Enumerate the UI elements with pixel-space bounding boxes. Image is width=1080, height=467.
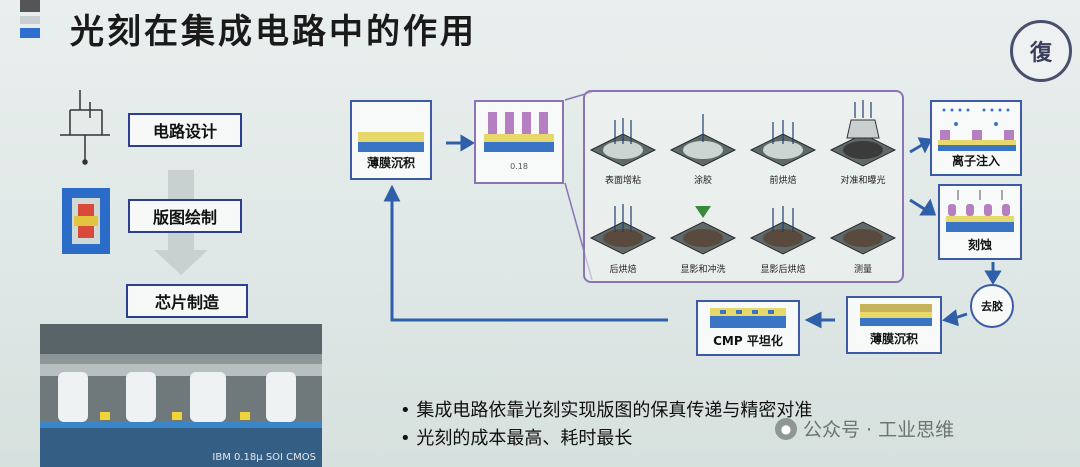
litho-step-label: 对准和曝光	[840, 176, 886, 186]
step-chip-fabrication: 芯片制造	[126, 284, 248, 318]
process-ion-implant: 离子注入	[930, 100, 1022, 176]
litho-step-label: 前烘焙	[769, 176, 797, 186]
etch-icon	[946, 190, 1014, 232]
university-seal-icon: 復	[1010, 20, 1072, 82]
title-decoration	[20, 0, 40, 44]
process-deposition-2: 薄膜沉积	[846, 296, 942, 354]
watermark: ● 公众号 · 工业思维	[775, 415, 954, 442]
litho-step-icons	[589, 100, 897, 255]
watermark-text: 公众号 · 工业思维	[803, 419, 955, 441]
ion-implant-icon	[938, 108, 1016, 151]
process-label: 去胶	[981, 300, 1003, 313]
bullet-item: • 集成电路依靠光刻实现版图的保真传递与精密对准	[400, 400, 813, 421]
film-stack-icon	[860, 304, 932, 326]
step-label: 电路设计	[152, 122, 217, 141]
wechat-icon: ●	[775, 417, 797, 440]
bullet-text: 光刻的成本最高、耗时最长	[416, 428, 633, 449]
layout-graphic-icon	[62, 188, 110, 254]
patterned-resist-icon	[484, 112, 554, 152]
step-circuit-design: 电路设计	[128, 113, 242, 147]
bullet-text: 集成电路依靠光刻实现版图的保真传递与精密对准	[416, 400, 813, 421]
litho-step-label: 涂胶	[693, 176, 712, 186]
left-flow-art	[60, 90, 208, 275]
process-label: 刻蚀	[967, 238, 992, 252]
page-title: 光刻在集成电路中的作用	[70, 12, 477, 52]
process-label: 离子注入	[951, 154, 1000, 168]
process-label: CMP 平坦化	[713, 334, 783, 348]
litho-caption: 0.18	[510, 162, 528, 171]
litho-step-label: 后烘焙	[609, 265, 637, 275]
step-label: 版图绘制	[152, 208, 217, 227]
process-etch: 刻蚀	[938, 184, 1022, 260]
process-cmp: CMP 平坦化	[696, 300, 800, 356]
process-lithography: 0.18	[474, 100, 564, 184]
sem-art	[40, 324, 322, 467]
bullet-item: • 光刻的成本最高、耗时最长	[400, 428, 633, 449]
circuit-schematic-icon	[60, 90, 110, 165]
process-strip: 去胶	[970, 284, 1014, 328]
process-label: 薄膜沉积	[869, 332, 918, 346]
sem-cross-section-image: IBM 0.18μ SOI CMOS	[40, 324, 322, 467]
litho-step-label: 显影和冲洗	[680, 265, 726, 275]
litho-step-label: 测量	[853, 265, 872, 275]
litho-step-label: 显影后烘焙	[760, 265, 806, 275]
process-label: 薄膜沉积	[366, 156, 415, 170]
film-stack-icon	[358, 132, 424, 152]
sem-caption: IBM 0.18μ SOI CMOS	[212, 452, 316, 463]
step-layout-drawing: 版图绘制	[128, 199, 242, 233]
process-deposition-1: 薄膜沉积	[350, 100, 432, 180]
step-label: 芯片制造	[154, 293, 219, 312]
cmp-stack-icon	[710, 308, 786, 328]
litho-step-label: 表面增粘	[604, 176, 641, 186]
